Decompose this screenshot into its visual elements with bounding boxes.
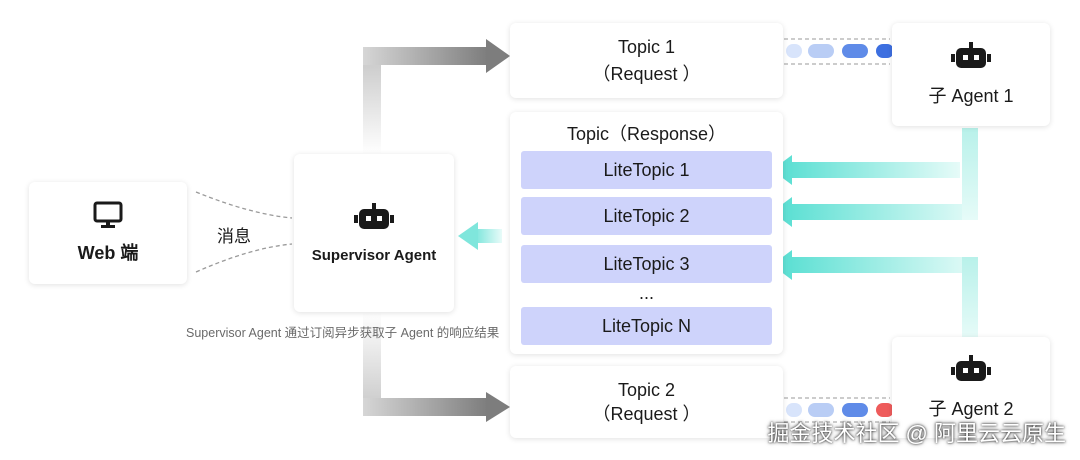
queue2-msg: [786, 403, 802, 417]
litetopic-1: LiteTopic 1: [521, 151, 772, 189]
response-title: Topic（Response）: [566, 124, 727, 144]
message-label: 消息: [217, 227, 251, 246]
gray-path-up-vertical: [363, 56, 381, 154]
queue1-msg: [842, 44, 868, 58]
sub-agent1-node: 子 Agent 1: [892, 23, 1050, 126]
sub-agent2-node: 子 Agent 2: [892, 337, 1050, 438]
queue2-msg: [842, 403, 868, 417]
web-label: Web 端: [77, 243, 139, 263]
watermark: 掘金技术社区 @ 阿里云云原生: [767, 421, 1066, 446]
caption-text: Supervisor Agent 通过订阅异步获取子 Agent 的响应结果: [186, 326, 500, 340]
litetopic-ellipsis: ...: [638, 283, 654, 303]
topic1-node: Topic 1 （Request ）: [510, 23, 783, 98]
topic1-subtitle: （Request ）: [592, 63, 701, 84]
teal-line-agent1-down: [962, 128, 978, 220]
robot-icon: [951, 354, 991, 381]
teal-arrow-lite2-shaft: [790, 204, 978, 220]
queue2-msg: [876, 403, 894, 417]
gray-path-up-horizontal: [363, 47, 488, 65]
gray-path-down-vertical: [363, 312, 381, 412]
topic2-subtitle: （Request ）: [592, 404, 701, 424]
teal-arrow-lite1-shaft: [790, 162, 960, 178]
agent2-label: 子 Agent 2: [928, 398, 1014, 419]
message-curve-top: [195, 191, 293, 219]
message-curve-bottom: [195, 243, 293, 273]
supervisor-label: Supervisor Agent: [311, 246, 437, 264]
topic2-node: Topic 2 （Request ）: [510, 366, 783, 438]
litetopic-2: LiteTopic 2: [521, 197, 772, 235]
litetopic-3: LiteTopic 3: [521, 245, 772, 283]
teal-arrow-supervisor-head: [458, 222, 478, 250]
gray-path-down-horizontal: [363, 398, 488, 416]
arrow-to-topic1: [486, 39, 510, 73]
agent1-label: 子 Agent 1: [928, 85, 1014, 106]
litetopic-n: LiteTopic N: [521, 307, 772, 345]
arrow-to-topic2: [486, 392, 510, 422]
topic1-title: Topic 1: [617, 36, 676, 57]
monitor-icon: [93, 201, 123, 228]
queue1-msg: [786, 44, 802, 58]
queue2-msg: [808, 403, 834, 417]
teal-arrow-supervisor-shaft: [476, 229, 502, 243]
robot-icon: [951, 41, 991, 68]
queue1-msg: [808, 44, 834, 58]
topic2-title: Topic 2: [617, 380, 676, 400]
teal-line-agent2-up: [962, 257, 978, 337]
supervisor-agent-node: Supervisor Agent: [294, 154, 454, 312]
teal-arrow-lite3-shaft: [790, 257, 978, 273]
web-node: Web 端: [29, 182, 187, 284]
queue1-msg: [876, 44, 894, 58]
robot-icon: [354, 202, 394, 229]
